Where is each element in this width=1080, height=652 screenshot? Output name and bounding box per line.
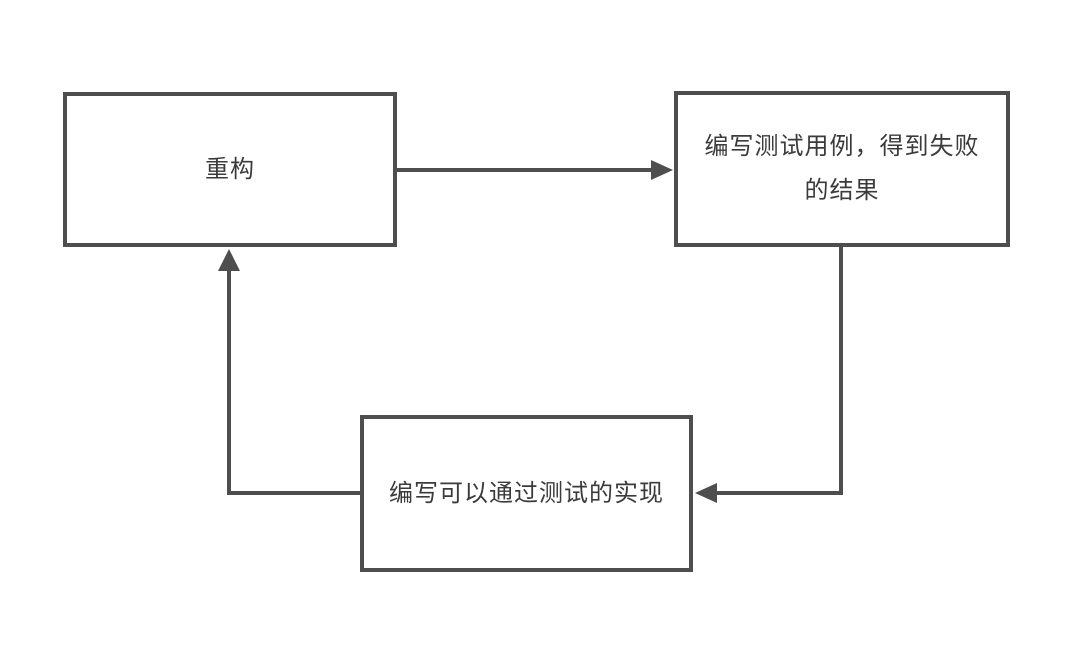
node-write-test: 编写测试用例，得到失败的结果 xyxy=(674,91,1010,247)
node-refactor-label: 重构 xyxy=(205,155,255,183)
node-refactor: 重构 xyxy=(63,92,397,247)
node-write-impl-label: 编写可以通过测试的实现 xyxy=(389,479,664,507)
node-write-test-label: 编写测试用例，得到失败的结果 xyxy=(704,133,980,204)
arrowhead-up-icon xyxy=(218,249,240,271)
edge-write-impl-to-refactor xyxy=(218,249,360,495)
edge-write-test-to-write-impl xyxy=(695,247,843,503)
arrowhead-left-icon xyxy=(695,483,717,503)
node-write-impl: 编写可以通过测试的实现 xyxy=(360,415,693,572)
arrowhead-right-icon xyxy=(651,160,673,180)
edge-refactor-to-write-test xyxy=(397,160,673,180)
